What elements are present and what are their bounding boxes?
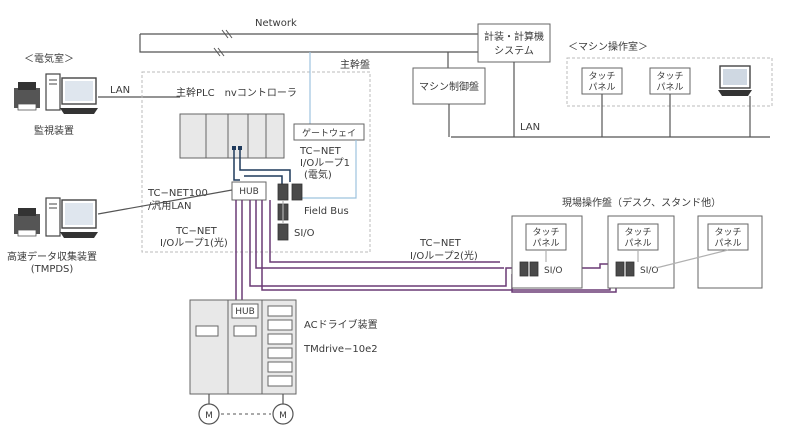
touch-label: タッチ (714, 227, 741, 238)
field-panel-label: 現場操作盤（デスク、スタンド他） (562, 196, 721, 209)
lan-label-left: LAN (110, 85, 130, 96)
panel-label: パネル (714, 238, 741, 249)
tcnet-opt-label-b: I/Oループ1(光) (160, 236, 228, 249)
field-panel-1: タッチ パネル SI/O (511, 215, 583, 289)
sio-label-field1: SI/O (544, 266, 562, 276)
machine-control-box: マシン制御盤 (412, 67, 486, 105)
motor-label: M (205, 411, 213, 421)
tcnet-loop2-label-b: I/Oループ2(光) (410, 249, 478, 262)
network-line (139, 29, 478, 68)
tcnet-loop2-label-a: TC−NET (419, 238, 462, 249)
panel-label: パネル (624, 238, 651, 249)
acdrive-label: ACドライブ装置 (304, 318, 378, 331)
touch-label: タッチ (656, 71, 683, 82)
network-label: Network (255, 18, 297, 29)
machine-ctrl-label: マシン制御盤 (419, 80, 479, 93)
motor-2: M (272, 403, 294, 425)
tmdrive-label: TMdrive−10e2 (303, 344, 378, 355)
touch-label: タッチ (624, 227, 651, 238)
denki-room-label: ＜電気室＞ (24, 52, 74, 65)
field-panel-3: タッチ パネル (697, 215, 763, 289)
panel-label: パネル (656, 82, 683, 93)
fieldbus-label: Field Bus (304, 206, 349, 217)
hub-label: HUB (239, 187, 259, 197)
gateway-box: ゲートウェイ (293, 123, 365, 141)
daq-pc-icon (14, 197, 98, 238)
hub-main: HUB (231, 181, 267, 201)
machine-room-label: ＜マシン操作室＞ (568, 40, 648, 53)
field-panel-2: タッチ パネル SI/O (607, 215, 675, 289)
touch-panel-2: タッチ パネル (649, 67, 691, 95)
monitoring-pc-icon (14, 73, 98, 114)
tcnet100-label-a: TC−NET100 (147, 188, 208, 199)
main-panel-label: 主幹盤 (340, 58, 370, 71)
tcnet-loop1-label-c: (電気) (304, 168, 332, 181)
plc-rack (179, 113, 285, 159)
tcnet-loop1-label-a: TC−NET (299, 146, 342, 157)
sio-label-main: SI/O (294, 228, 315, 239)
motor-label: M (279, 411, 287, 421)
gateway-label: ゲートウェイ (302, 127, 356, 139)
tcnet100-label-b: /汎用LAN (148, 199, 192, 212)
hub-drive: HUB (231, 303, 259, 319)
touch-label: タッチ (588, 71, 615, 82)
tcnet-opt-label-a: TC−NET (175, 226, 218, 237)
keisou-system-box: 計装・計算機 システム (477, 23, 551, 63)
computer-icon (718, 65, 752, 96)
panel-label: パネル (532, 238, 559, 249)
lan-label-right: LAN (520, 122, 540, 133)
daq-label-b: (TMPDS) (31, 264, 74, 275)
touch-label: タッチ (532, 227, 559, 238)
monitor-device-label: 監視装置 (34, 124, 74, 137)
hub-label: HUB (235, 307, 255, 317)
daq-label-a: 高速データ収集装置 (7, 250, 97, 263)
keisou-label: 計装・計算機 (484, 30, 544, 43)
sio-label-field2: SI/O (640, 266, 658, 276)
plc-label: 主幹PLC nvコントローラ (176, 86, 297, 99)
motor-1: M (198, 403, 220, 425)
system-label: システム (494, 45, 534, 57)
panel-label: パネル (588, 82, 615, 93)
tcnet-loop1-label-b: I/Oループ1 (300, 157, 350, 169)
touch-panel-1: タッチ パネル (581, 67, 623, 95)
